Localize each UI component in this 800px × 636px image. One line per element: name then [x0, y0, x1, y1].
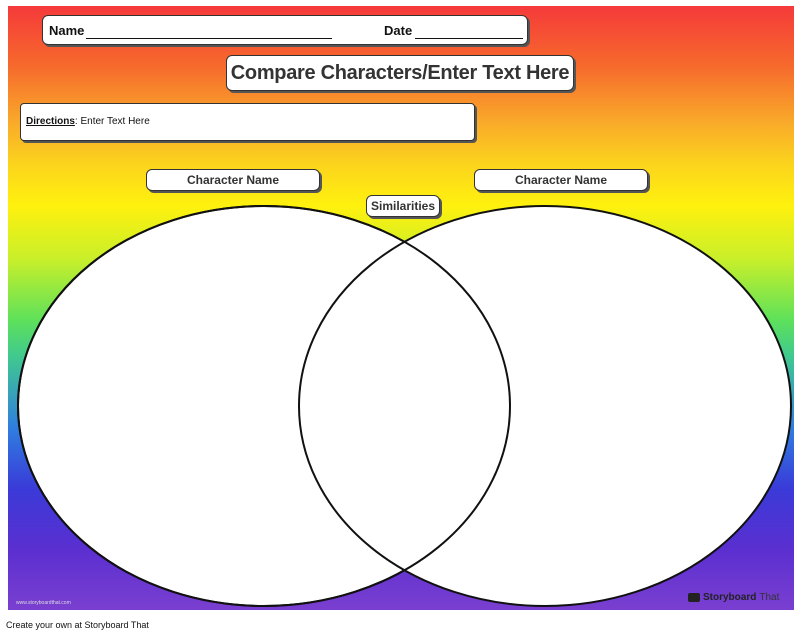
date-field[interactable]: [415, 38, 523, 39]
similarities-label-box[interactable]: Similarities: [366, 195, 440, 217]
name-label: Name: [49, 23, 85, 38]
similarities-label: Similarities: [370, 199, 436, 213]
title-box[interactable]: Compare Characters/Enter Text Here: [226, 55, 574, 91]
left-character-label: Character Name: [186, 173, 280, 187]
name-field[interactable]: [86, 38, 332, 39]
left-circle-outline: [17, 205, 511, 607]
page-title: Compare Characters/Enter Text Here: [230, 62, 570, 84]
directions-label: Directions: [26, 116, 75, 127]
venn-diagram: [17, 205, 792, 607]
watermark-url: www.storyboardthat.com: [16, 600, 71, 606]
directions-box[interactable]: Directions: Enter Text Here: [20, 103, 475, 141]
worksheet: Name Date Compare Characters/Enter Text …: [8, 6, 794, 610]
right-character-name[interactable]: Character Name: [474, 169, 648, 191]
date-label: Date: [384, 23, 413, 38]
right-circle[interactable]: [298, 205, 792, 607]
logo-text-2: That: [759, 592, 780, 603]
right-character-label: Character Name: [514, 173, 608, 187]
storyboard-logo-icon: [688, 593, 700, 602]
directions-text: : Enter Text Here: [74, 116, 150, 127]
name-date-bar: Name Date: [42, 15, 528, 45]
logo-text-1: Storyboard: [703, 592, 757, 603]
left-character-name[interactable]: Character Name: [146, 169, 320, 191]
footer-credit[interactable]: Create your own at Storyboard That: [6, 620, 149, 630]
